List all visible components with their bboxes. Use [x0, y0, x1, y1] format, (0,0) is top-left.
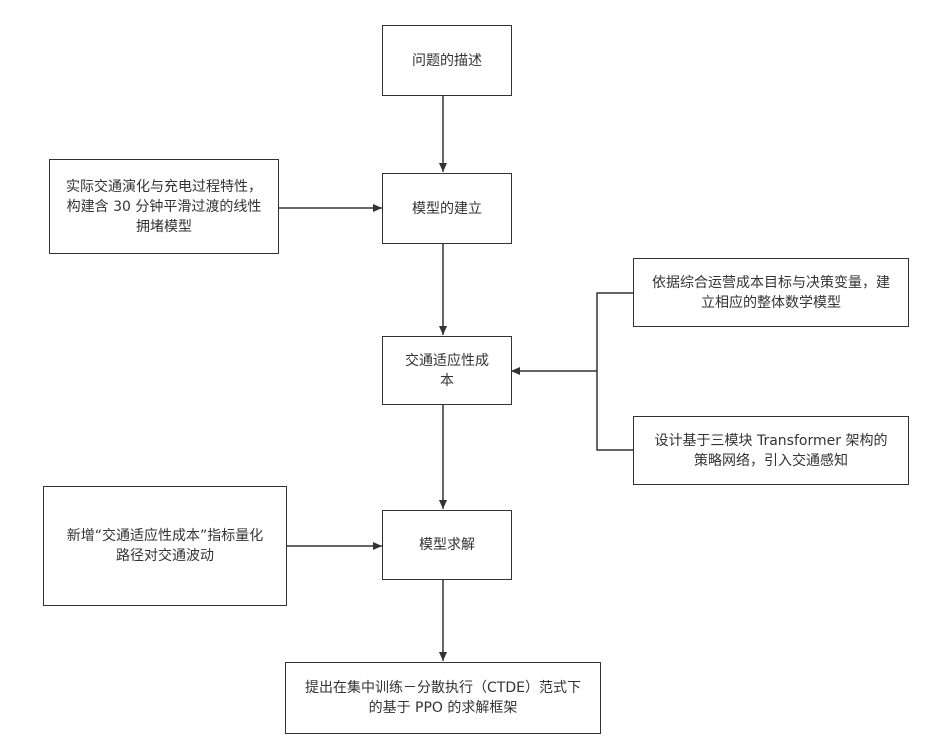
node-policy-network-label: 设计基于三模块 Transformer 架构的策略网络，引入交通感知	[650, 431, 892, 471]
node-cost-indicator-label: 新增“交通适应性成本”指标量化路径对交通波动	[62, 526, 268, 566]
node-overall-model: 依据综合运营成本目标与决策变量，建立相应的整体数学模型	[633, 258, 909, 327]
node-model-solving: 模型求解	[382, 510, 512, 580]
node-cost-indicator: 新增“交通适应性成本”指标量化路径对交通波动	[43, 486, 287, 606]
node-model-building: 模型的建立	[382, 173, 512, 244]
bracket-right-inputs	[597, 293, 633, 450]
node-traffic-adaptive-cost-label: 交通适应性成本	[405, 351, 489, 391]
node-model-building-label: 模型的建立	[412, 199, 482, 219]
node-solution-framework: 提出在集中训练－分散执行（CTDE）范式下的基于 PPO 的求解框架	[285, 662, 601, 734]
node-policy-network: 设计基于三模块 Transformer 架构的策略网络，引入交通感知	[633, 416, 909, 485]
node-traffic-adaptive-cost: 交通适应性成本	[382, 336, 512, 405]
node-overall-model-label: 依据综合运营成本目标与决策变量，建立相应的整体数学模型	[650, 273, 892, 313]
node-congestion-model: 实际交通演化与充电过程特性，构建含 30 分钟平滑过渡的线性拥堵模型	[49, 159, 279, 254]
node-solution-framework-label: 提出在集中训练－分散执行（CTDE）范式下的基于 PPO 的求解框架	[304, 678, 582, 718]
node-model-solving-label: 模型求解	[419, 535, 475, 555]
node-problem-description-label: 问题的描述	[412, 51, 482, 71]
node-problem-description: 问题的描述	[382, 25, 512, 96]
node-congestion-model-label: 实际交通演化与充电过程特性，构建含 30 分钟平滑过渡的线性拥堵模型	[64, 177, 264, 237]
